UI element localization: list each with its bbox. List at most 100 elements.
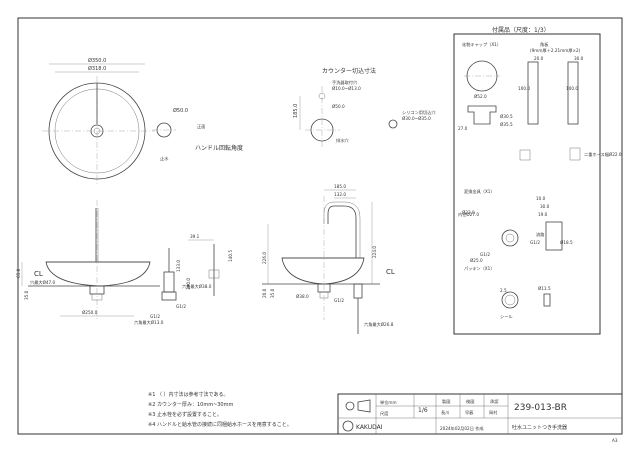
- g12-label-2: G1/2: [176, 304, 186, 309]
- hose-dim-label: 140.5: [228, 250, 233, 262]
- counter-cut-view: カウンター切込寸法 185.0 手洗器取付穴 Ø10.0~Ø13.0 Ø50.0…: [293, 67, 436, 148]
- acc-item4: パッキン（X1）: [464, 266, 495, 271]
- accessory-dim-label: Ø30.5: [500, 114, 513, 119]
- side-hex-label: 六角最大Ø26.8: [364, 321, 394, 328]
- note-2: ※2 カウンター厚み：10mm~30mm: [148, 401, 233, 408]
- front-view: CL 65.0 穴最大Ø47.0 Ø250.0 39.1 140.5 六角最大Ø…: [16, 200, 233, 326]
- accessory-dim-label: G1/2: [530, 240, 540, 245]
- side-dim-185-label: 185.0: [334, 184, 346, 189]
- front-label: 正面: [197, 124, 205, 130]
- basin-side: [281, 257, 365, 285]
- adapter-side: [545, 221, 563, 251]
- inner-dia-label: Ø318.0: [88, 65, 106, 72]
- date-label: 2024年02月02日 作成: [440, 425, 484, 432]
- sheet-frame: [17, 17, 623, 435]
- side-view: CL 185.0 132.0 224.0 226.0 20.0 35.0 Ø38…: [262, 184, 395, 334]
- projection-symbol-cone: [357, 399, 371, 413]
- plate-2: [567, 61, 579, 125]
- stop-valve-nut: [161, 291, 177, 301]
- side-dim-224-label: 224.0: [372, 246, 377, 258]
- hex-max-label: 六角最大Ø13.0: [134, 319, 164, 326]
- packing-inner: [504, 294, 516, 306]
- drain-dia-label: 穴最大Ø47.0: [30, 279, 56, 286]
- accessory-dim-label: 2.5: [500, 288, 507, 293]
- accessories-title: 付属品（尺度：1/3）: [492, 26, 550, 34]
- accessory-dim-label: Ø52.0: [474, 94, 487, 99]
- scale-label: 尺度: [380, 410, 389, 417]
- basin-front: [45, 261, 151, 287]
- accessory-dim-label: 二重ホース幅Ø22.0: [584, 151, 622, 158]
- accessory-dim-label: Ø18.5: [560, 240, 573, 245]
- hole3-dia: Ø30.0~Ø35.0: [402, 116, 431, 121]
- hole2-desc: 排水穴: [336, 137, 349, 144]
- accessory-dim-label: 30.0: [574, 56, 584, 61]
- small-label: 止水: [160, 155, 169, 161]
- unit-label: 単位mm: [380, 399, 397, 406]
- acc-item2-sub: (9mm厚＋2.21mm厚×2): [530, 48, 581, 54]
- side-dim-35-label: 35.0: [270, 288, 275, 298]
- brand-name: KAKUDAI: [356, 424, 383, 431]
- projection-symbol-circle: [345, 401, 355, 411]
- handle-angle-label: ハンドル回転角度: [195, 144, 243, 152]
- accessory-dim-label: 30.0: [540, 204, 550, 209]
- model-number: 239-013-BR: [514, 403, 567, 413]
- side-g12-label: G1/2: [334, 298, 344, 303]
- accessory-dim-label: Ø22.0: [462, 210, 475, 215]
- name-approver: 岡村: [489, 409, 498, 416]
- note-4: ※4 ハンドルと給水管の接続に同梱給水ホースを用意すること。: [148, 421, 292, 428]
- front-dim-133: 133.0: [176, 260, 181, 272]
- side-dim-226-label: 226.0: [262, 252, 267, 264]
- name-drafter: 長川: [441, 410, 449, 416]
- valve-dim-label: 39.1: [190, 234, 200, 239]
- spout-curve: [327, 205, 357, 258]
- note-3: ※3 止水栓を必ず設置すること。: [148, 411, 222, 418]
- acc-item3: 変換金具（X1）: [464, 188, 495, 195]
- accessory-dim-label: Ø25.0: [470, 258, 483, 263]
- adapter-inner: [505, 233, 515, 243]
- sheet-size: A3: [612, 438, 618, 443]
- accessories-frame: [453, 33, 601, 335]
- accessory-dim-label: 27.0: [458, 126, 468, 131]
- accessory-dim-label: シール: [500, 314, 513, 319]
- outlet-dia-label: Ø50.0: [173, 107, 188, 114]
- accessory-dim-label: Ø35.5: [500, 122, 513, 127]
- accessories-panel: 付属品（尺度：1/3） 化粧キャップ（X1） 角板 (9mm厚＋2.21mm厚×…: [453, 26, 601, 335]
- g12-label-1: G1/2: [150, 314, 160, 319]
- accessory-dim-label: G1/2: [480, 252, 490, 257]
- front-dim-190: 190.0: [186, 278, 191, 290]
- side-dim-20-label: 20.0: [262, 288, 267, 298]
- notes-block: ※1 （ ）内寸法は参考寸法である。 ※2 カウンター厚み：10mm~30mm …: [148, 391, 292, 428]
- side-dim-132-label: 132.0: [334, 192, 346, 197]
- acc-item1: 化粧キャップ（X1）: [462, 41, 501, 48]
- header-checker: 検図: [466, 398, 474, 405]
- accessory-dim-label: 10.0: [536, 196, 546, 201]
- note-1: ※1 （ ）内寸法は参考寸法である。: [148, 391, 229, 398]
- hole1-dia: Ø10.0~Ø13.0: [332, 86, 361, 91]
- base-dia-label: Ø250.0: [82, 310, 98, 315]
- hole3-label: シリコン用切込穴: [402, 109, 436, 116]
- front-dim-35: 35.0: [24, 290, 29, 300]
- accessory-dim-label: 流路: [536, 231, 545, 238]
- front-dim-65: 65.0: [16, 268, 21, 278]
- hose-fitting: [208, 269, 220, 279]
- product-name: 吐水ユニットつき手洗器: [512, 424, 567, 431]
- front-cl-label: CL: [34, 270, 43, 278]
- name-checker: 早薮: [465, 409, 473, 416]
- plate-small-2: [569, 147, 581, 161]
- accessory-dim-label: 19.0: [538, 212, 548, 217]
- top-view: Ø350.0 Ø318.0 Ø50.0 正面 止水 ハンドル回転角度: [42, 57, 243, 186]
- packing-side: [543, 293, 551, 307]
- side-drain-label: Ø38.0: [296, 294, 309, 299]
- silicone-hole: [388, 119, 398, 129]
- outer-dia-label: Ø350.0: [88, 57, 106, 64]
- side-supply: [353, 283, 363, 299]
- acc-item2: 角板: [540, 41, 549, 48]
- spout-curve-2: [323, 201, 361, 258]
- counter-dim-label: 185.0: [293, 104, 299, 118]
- hole2-label: Ø50.0: [332, 104, 345, 109]
- title-block-frame: [337, 393, 623, 435]
- accessory-dim-label: 100.0: [518, 86, 530, 91]
